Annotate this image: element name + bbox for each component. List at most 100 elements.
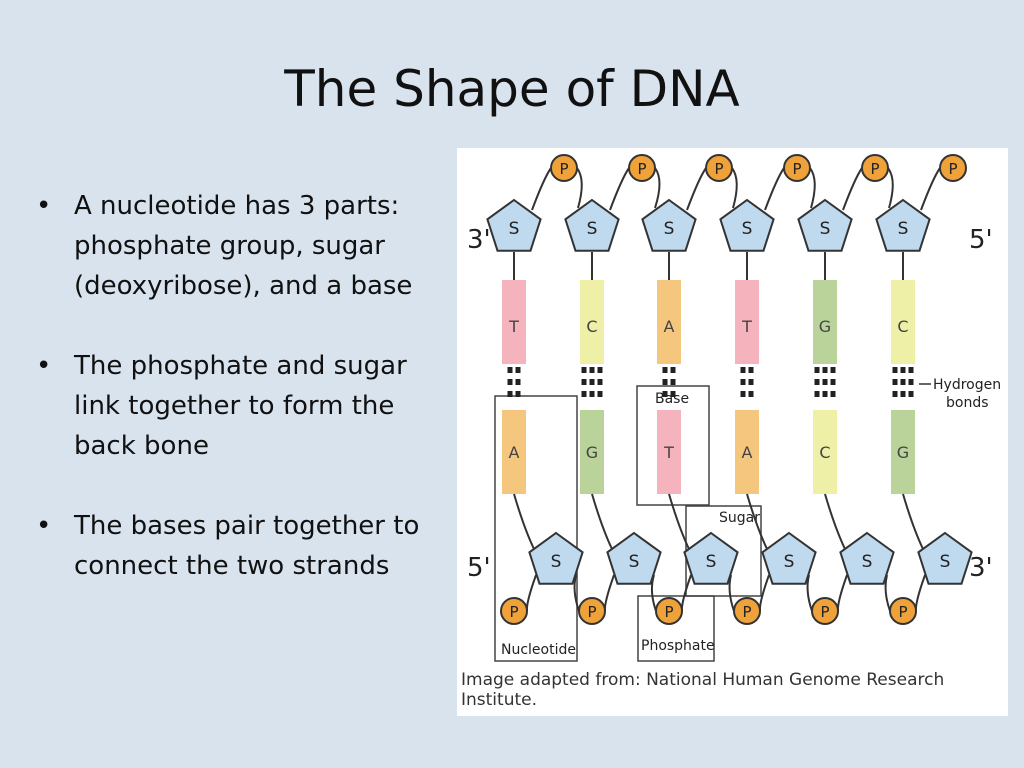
base-rect: [891, 410, 915, 494]
phosphate-circle: [500, 597, 528, 625]
base-letter: C: [897, 317, 908, 336]
sugar-pentagon: [719, 198, 775, 252]
sugar-label: S: [509, 219, 520, 239]
hydrogen-bond: [892, 391, 898, 397]
hydrogen-bond: [581, 367, 587, 373]
hydrogen-bond: [662, 391, 668, 397]
backbone-bond: [531, 167, 552, 211]
phosphate-callout-label: Phosphate: [641, 638, 715, 654]
phosphate-label: P: [742, 603, 751, 621]
bullet-text: The phosphate and sugar link together to…: [74, 351, 407, 461]
base-letter: T: [741, 317, 752, 336]
hydrogen-bond: [900, 379, 906, 385]
phosphate-label: P: [664, 603, 673, 621]
hydrogen-bond: [748, 379, 754, 385]
sugar-label: S: [862, 552, 873, 572]
hydrogen-bond: [814, 391, 820, 397]
hydrogen-bond: [830, 379, 836, 385]
slide-title: The Shape of DNA: [284, 60, 740, 118]
sugar-pentagon: [761, 531, 817, 585]
base-rect: [735, 280, 759, 364]
base-sugar-bond: [591, 493, 613, 550]
backbone-bond: [686, 167, 707, 211]
sugar-label: S: [629, 552, 640, 572]
base-letter: G: [586, 443, 598, 462]
hydrogen-bond: [748, 367, 754, 373]
sugar-pentagon: [606, 531, 662, 585]
sugar-pentagon: [486, 198, 542, 252]
hydrogen-bond: [589, 367, 595, 373]
hydrogen-bond: [908, 391, 914, 397]
hydrogen-bond: [670, 367, 676, 373]
hydrogen-bond: [515, 379, 521, 385]
backbone-bond: [914, 574, 926, 612]
hydrogen-bond: [589, 391, 595, 397]
phosphate-circle: [811, 597, 839, 625]
hydrogen-bond: [515, 367, 521, 373]
sugar-label: S: [742, 219, 753, 239]
end-label-bottom-right: 3': [969, 553, 993, 583]
nucleotide-callout-label: Nucleotide: [501, 642, 576, 658]
phosphate-circle: [733, 597, 761, 625]
dna-diagram: 3' 5' 5' 3' Nucleotide Base Sugar Phosph…: [457, 148, 1008, 716]
base-sugar-bond: [902, 493, 924, 550]
base-rect: [657, 410, 681, 494]
sugar-pentagon: [564, 198, 620, 252]
bullet-item: • The bases pair together to connect the …: [32, 506, 452, 586]
phosphate-label: P: [898, 603, 907, 621]
phosphate-callout-box: [637, 595, 715, 662]
bullet-dot-icon: •: [36, 511, 52, 541]
backbone-bond: [654, 167, 661, 209]
base-letter: G: [897, 443, 909, 462]
sugar-pentagon: [839, 531, 895, 585]
sugar-callout-label: Sugar: [719, 510, 760, 526]
sugar-label: S: [898, 219, 909, 239]
base-letter: T: [663, 443, 674, 462]
hydrogen-bond: [670, 379, 676, 385]
bullet-item: •A nucleotide has 3 parts: phosphate gro…: [32, 186, 452, 306]
sugar-label: S: [706, 552, 717, 572]
hydrogen-bond: [507, 379, 513, 385]
backbone-bond: [576, 167, 583, 209]
dna-diagram-svg: 3' 5' 5' 3' Nucleotide Base Sugar Phosph…: [467, 154, 1001, 662]
phosphate-label: P: [870, 160, 879, 178]
hydrogen-bond: [814, 379, 820, 385]
phosphate-circle: [705, 154, 733, 182]
backbone-bond: [603, 574, 615, 612]
backbone-bond: [836, 574, 848, 612]
hydrogen-bond: [814, 367, 820, 373]
base-rect: [813, 410, 837, 494]
backbone-bond: [887, 167, 894, 209]
phosphate-circle: [578, 597, 606, 625]
base-rect: [502, 280, 526, 364]
backbone-bond: [731, 167, 738, 209]
hydrogen-bond: [597, 391, 603, 397]
phosphate-circle: [628, 154, 656, 182]
base-letter: A: [742, 443, 753, 462]
hydrogen-bond: [892, 367, 898, 373]
hydrogen-bond: [589, 379, 595, 385]
phosphate-circle: [550, 154, 578, 182]
phosphate-label: P: [948, 160, 957, 178]
backbone-bond: [764, 167, 785, 211]
backbone-bond: [728, 574, 735, 612]
sugar-pentagon: [875, 198, 931, 252]
hydrogen-bond: [597, 367, 603, 373]
sugar-pentagon: [797, 198, 853, 252]
base-rect: [580, 410, 604, 494]
hydrogen-bond: [507, 367, 513, 373]
hydrogen-bond: [900, 391, 906, 397]
hydrogen-bond: [662, 379, 668, 385]
bullet-text: The bases pair together to connect the t…: [74, 511, 420, 581]
base-sugar-bond: [513, 493, 535, 550]
phosphate-label: P: [792, 160, 801, 178]
hydrogen-bond: [670, 391, 676, 397]
hydrogen-bond: [892, 379, 898, 385]
sugar-pentagon: [641, 198, 697, 252]
image-credit: Image adapted from: National Human Genom…: [461, 670, 945, 710]
end-label-bottom-left: 5': [467, 553, 491, 583]
base-rect: [735, 410, 759, 494]
hydrogen-bond: [581, 379, 587, 385]
backbone-bond: [806, 574, 813, 612]
